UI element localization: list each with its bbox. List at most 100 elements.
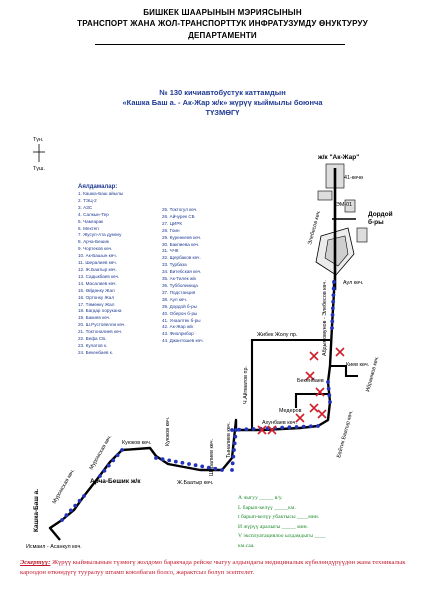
- stop-list-item: 16. Ортонку Жал: [78, 294, 114, 300]
- stop-marker: [330, 306, 335, 311]
- stop-list-item: 23. Кулатов к.: [78, 342, 108, 348]
- stop-marker: [193, 463, 198, 468]
- label-em01: ЭМ-01: [336, 202, 352, 208]
- stop-marker: [77, 498, 82, 503]
- closed-marks: [257, 347, 345, 435]
- stop-list-item: 5. Чамгарак: [78, 218, 104, 224]
- stop-list-item: 10. Ак-Башын көч.: [78, 253, 117, 259]
- stop-list-item: 20. Ш.Рустовелли көч.: [78, 322, 126, 328]
- stop-list-item: 29. Куренкеев көч.: [162, 234, 202, 240]
- label-sheraliev: Шералиев көч.: [209, 439, 215, 476]
- stop-list-item: 32. Щербаков көч.: [162, 255, 201, 261]
- header-line-3: ДЕПАРТАМЕНТИ: [188, 31, 257, 40]
- stop-list-item: 24. Бекенбаев к.: [78, 349, 114, 355]
- warning-note: Эскертүү: Жүрүү кыймылынын түзмөгү жолдо…: [20, 558, 425, 578]
- stop-list-item: 41. Унаалтек б-ры: [162, 317, 201, 323]
- label-archa-beshik: Арча-Бешик ж/к: [90, 478, 141, 485]
- route-line-east: [330, 364, 358, 378]
- compass: Түн. Түш.: [33, 137, 45, 172]
- stop-list-item: 42. Ак-Жар ж/к: [162, 324, 194, 330]
- stop-marker: [64, 513, 69, 518]
- stop-list-item: 37. Подстанция: [162, 289, 196, 295]
- stop-list-item: 14. Масалиев көч.: [78, 280, 117, 286]
- stop-list-item: 3. АЗС: [78, 204, 93, 210]
- label-mederov: Медеров: [279, 408, 302, 414]
- stop-marker: [220, 468, 224, 472]
- label-dordoy: Дордой: [368, 210, 393, 218]
- stop-marker: [187, 462, 191, 466]
- label-zhibek-zholu: Жибек Жолу пр.: [257, 332, 297, 338]
- stop-list-item: 28. Гоин: [162, 227, 180, 233]
- label-ismail-asankul: Исмаил - Асанкул көч.: [26, 544, 82, 550]
- stop-marker: [244, 427, 249, 432]
- warning-label: Эскертүү:: [20, 559, 51, 566]
- stop-marker: [68, 508, 73, 513]
- stop-marker: [154, 456, 158, 460]
- stop-marker: [280, 425, 285, 430]
- compass-north: Түн.: [33, 137, 43, 143]
- stop-marker: [331, 286, 336, 291]
- route-title-line-3: ТҮЗМӨГҮ: [205, 108, 240, 117]
- compass-south: Түш.: [33, 166, 45, 172]
- route-line-branch: [250, 338, 330, 430]
- stop-list-item: 39. Дордой б-ры: [162, 303, 197, 309]
- label-kuyukov: Куюков көч.: [122, 440, 151, 446]
- stop-marker: [160, 457, 165, 462]
- closure-x-mark: [335, 347, 345, 357]
- stop-list-item: 40. Оберон б-ры: [162, 310, 198, 316]
- stop-marker: [332, 280, 336, 284]
- stop-marker: [287, 425, 292, 430]
- stop-list-item: 1. Кашка-Баш айылы: [78, 191, 124, 196]
- stop-marker: [251, 427, 256, 431]
- label-muromskaya-2: Муромская көч.: [52, 468, 77, 505]
- stop-marker: [230, 428, 234, 432]
- info-line-6: км.саа.: [238, 542, 255, 549]
- stop-marker: [331, 299, 336, 304]
- route-line: [48, 280, 336, 541]
- stop-marker: [180, 460, 185, 465]
- stop-marker: [230, 461, 235, 466]
- stop-marker: [237, 427, 242, 432]
- warning-text: Жүрүү кыймылынын түзмөгү жолдомо баракча…: [20, 559, 406, 576]
- closure-x-mark: [309, 351, 319, 361]
- closure-x-mark: [295, 413, 305, 423]
- label-kiev: Киев көч.: [346, 362, 369, 368]
- label-kashka-bash: Кашка-Баш а.: [33, 489, 40, 532]
- stop-list-item: 4. Салкын-Тер: [78, 211, 109, 217]
- stop-marker: [206, 465, 211, 470]
- ak-jar-district: ж/к "Ак-Жар" 41-көчө ЭМ-01 Дордой б-ры А…: [307, 154, 393, 290]
- closure-x-mark: [305, 371, 315, 381]
- closure-x-mark: [315, 387, 325, 397]
- closure-x-mark: [309, 403, 319, 413]
- stop-list-item: 12. Ж.Баатыр көч.: [78, 266, 117, 272]
- stop-list-item: 11. Шералиев көч.: [78, 260, 117, 266]
- label-baitik: Байтик Баатыр көч.: [335, 410, 354, 459]
- route-title-line-2: «Кашка Баш а. - Ак-Жар ж/к» жүрүү кыймыл…: [122, 98, 323, 107]
- stop-list-item: 22. Вефа СБ.: [78, 336, 107, 342]
- stop-marker: [102, 468, 107, 473]
- stop-marker: [230, 468, 234, 472]
- legend-title: Аялдамалар:: [78, 184, 118, 190]
- stop-marker: [173, 459, 178, 464]
- header-line-1: БИШКЕК ШААРЫНЫН МЭРИЯСЫНЫН: [143, 8, 302, 17]
- stop-list-item: 33. Турбаза: [162, 262, 187, 268]
- header-line-2: ТРАНСПОРТ ЖАНА ЖОЛ-ТРАНСПОРТТУК ИНФРАТУЗ…: [77, 19, 368, 28]
- label-ak-jar: ж/к "Ак-Жар": [317, 154, 359, 161]
- stop-list-item: 21. Токтоналиев көч.: [78, 329, 123, 335]
- stop-list-item: 35. Ак-Тилек ж/к: [162, 276, 197, 282]
- info-line-5: V эксплуатациялоо ылдамдыгы ____: [238, 533, 326, 539]
- info-line-1: А чыгуу _____ в/у.: [238, 495, 283, 501]
- info-line-2: L барып-келүү _____км.: [238, 504, 296, 511]
- stop-marker: [120, 448, 124, 452]
- stop-list-item: 17. Төмөнкү Жал: [78, 301, 115, 307]
- label-zh-baatyr: Ж.Баатыр көч.: [177, 480, 213, 486]
- stop-marker: [106, 463, 111, 468]
- stop-list-item: 27. ЦИРК: [162, 220, 183, 226]
- stop-list-item: 31. ЧЧК: [162, 248, 179, 254]
- stop-marker: [331, 293, 336, 298]
- label-abdymomunov: Абдымомунов - Элебесов көч.: [322, 280, 328, 356]
- stop-marker: [326, 386, 331, 391]
- stop-list-item: 30. Бакпиева көч.: [162, 241, 200, 247]
- label-aul: Аул көч.: [343, 280, 363, 286]
- stop-list-item: 19. Бакиев көч.: [78, 315, 111, 321]
